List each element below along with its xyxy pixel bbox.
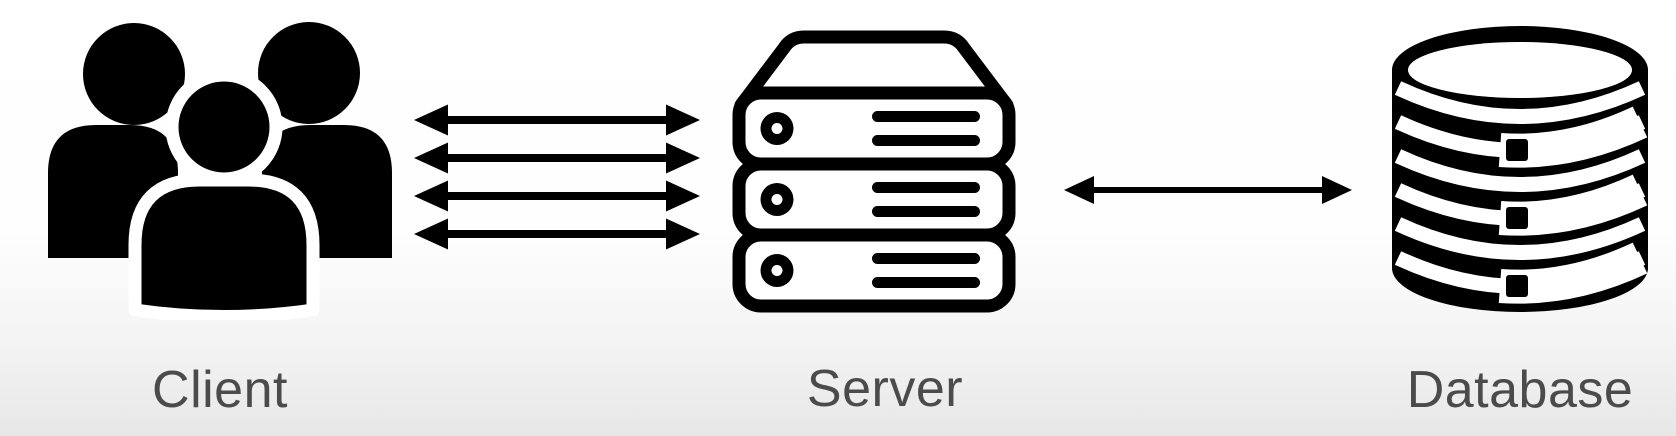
server-rack-icon <box>732 30 1016 313</box>
database-cylinder-icon <box>1392 26 1648 312</box>
node-server: Server <box>728 23 1020 415</box>
node-client: Client <box>45 20 395 416</box>
client-server-arrows-icon <box>414 104 700 250</box>
node-client-label: Client <box>152 361 288 419</box>
users-icon <box>48 22 392 320</box>
node-database-label: Database <box>1406 361 1634 419</box>
node-database: Database <box>1384 18 1656 416</box>
server-database-arrow-icon <box>1064 176 1352 204</box>
node-server-label: Server <box>806 360 964 418</box>
